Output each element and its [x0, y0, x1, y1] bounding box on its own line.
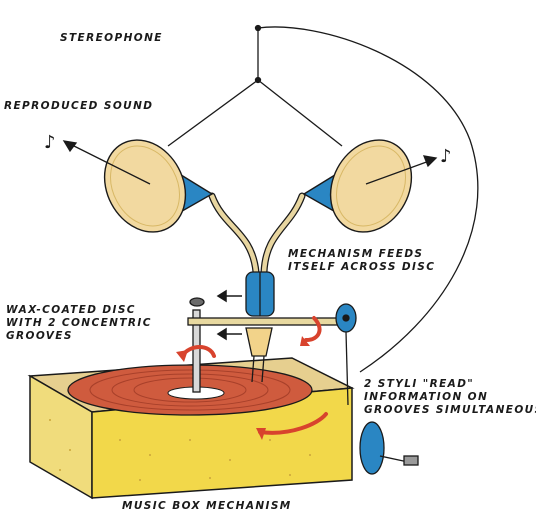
styli-label-line: INFORMATION ON [364, 391, 489, 403]
hearing-tubes [208, 192, 306, 276]
black-arrow-icon [216, 289, 242, 341]
left-earphone [103, 139, 214, 233]
mechanism-label-line: ITSELF ACROSS DISC [288, 261, 436, 273]
feed-cylinder [245, 271, 275, 317]
styli-label-line: 2 STYLI "READ" [364, 378, 475, 390]
wax-disc-label-line: WITH 2 CONCENTRIC [6, 317, 152, 329]
wax-disc-label: WAX-COATED DISC WITH 2 CONCENTRIC GROOVE… [6, 304, 152, 343]
wax-disc-label-line: GROOVES [6, 330, 73, 342]
wax-disc-label-line: WAX-COATED DISC [6, 304, 136, 316]
mechanism-label-line: MECHANISM FEEDS [288, 248, 424, 260]
music-note-icon: ♪ [440, 146, 452, 167]
wax-disc [67, 364, 313, 416]
styli-label-line: GROOVES SIMULTANEOUSLY [364, 404, 536, 416]
music-box-label: MUSIC BOX MECHANISM [122, 500, 292, 512]
sound-arrows [62, 140, 438, 185]
styli-label: 2 STYLI "READ" INFORMATION ON GROOVES SI… [364, 378, 536, 417]
suspension-cords [167, 24, 479, 373]
right-earphone [302, 139, 413, 233]
music-note-icon: ♪ [44, 132, 56, 153]
crank-handle [359, 421, 419, 475]
tone-arm-mechanism [187, 297, 357, 406]
mechanism-label: MECHANISM FEEDS ITSELF ACROSS DISC [288, 248, 435, 274]
diagram-title: STEREOPHONE [60, 32, 163, 44]
reproduced-sound-label: REPRODUCED SOUND [4, 100, 154, 112]
